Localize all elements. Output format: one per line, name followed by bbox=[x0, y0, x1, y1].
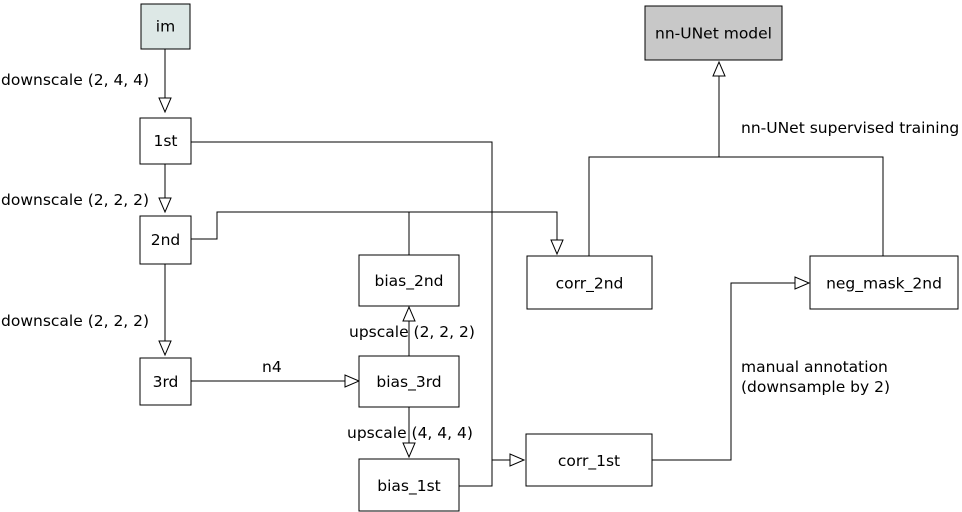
arrowhead bbox=[158, 97, 172, 114]
upscale-label-2: upscale (4, 4, 4) bbox=[347, 424, 473, 442]
node-2nd-label: 2nd bbox=[151, 231, 181, 249]
node-2nd: 2nd bbox=[139, 215, 192, 265]
node-bias-2nd: bias_2nd bbox=[358, 254, 460, 307]
node-corr-1st-label: corr_1st bbox=[558, 452, 620, 471]
downscale-label-3: downscale (2, 2, 2) bbox=[1, 312, 149, 330]
node-corr-1st: corr_1st bbox=[525, 433, 653, 487]
node-1st: 1st bbox=[139, 117, 192, 165]
downscale-label-1: downscale (2, 4, 4) bbox=[1, 71, 149, 89]
node-nnunet-model: nn-UNet model bbox=[644, 5, 783, 61]
arrowhead bbox=[712, 60, 726, 77]
edge-2nd-to-corr-2nd bbox=[191, 211, 558, 240]
edge-1st-to-corr-1st bbox=[191, 141, 510, 461]
nnunet-training-label: nn-UNet supervised training bbox=[741, 119, 959, 137]
node-bias-3rd-label: bias_3rd bbox=[376, 373, 441, 392]
node-1st-label: 1st bbox=[153, 132, 177, 150]
node-3rd: 3rd bbox=[139, 357, 192, 406]
n4-label: n4 bbox=[262, 358, 282, 376]
node-bias-2nd-label: bias_2nd bbox=[375, 272, 444, 291]
downscale-label-2: downscale (2, 2, 2) bbox=[1, 191, 149, 209]
edge-bias-1st-to-corr-1st bbox=[459, 460, 493, 487]
node-corr-2nd-label: corr_2nd bbox=[556, 275, 624, 294]
edge-neg-mask-2nd-to-model bbox=[719, 156, 884, 256]
node-nnunet-model-label: nn-UNet model bbox=[655, 25, 772, 43]
arrowhead bbox=[344, 374, 361, 388]
node-corr-2nd: corr_2nd bbox=[526, 255, 653, 310]
node-im-label: im bbox=[156, 18, 175, 36]
node-3rd-label: 3rd bbox=[153, 373, 179, 391]
node-im: im bbox=[140, 3, 191, 50]
arrowhead bbox=[158, 197, 172, 214]
node-bias-1st-label: bias_1st bbox=[377, 477, 440, 496]
arrowhead bbox=[402, 305, 416, 322]
edge-corr-2nd-to-model bbox=[588, 156, 719, 256]
upscale-label-1: upscale (2, 2, 2) bbox=[349, 323, 475, 341]
node-neg-mask-2nd: neg_mask_2nd bbox=[809, 255, 959, 310]
node-neg-mask-2nd-label: neg_mask_2nd bbox=[826, 275, 942, 294]
manual-annotation-label-line2: (downsample by 2) bbox=[741, 378, 890, 396]
arrowhead bbox=[794, 276, 811, 290]
arrowhead bbox=[550, 239, 564, 256]
arrowhead bbox=[402, 442, 416, 459]
arrowhead bbox=[509, 453, 526, 467]
node-bias-3rd: bias_3rd bbox=[358, 355, 460, 408]
node-bias-1st: bias_1st bbox=[358, 458, 460, 512]
manual-annotation-label-line1: manual annotation bbox=[741, 358, 888, 376]
edge-corr-1st-to-neg-mask-2nd bbox=[652, 282, 795, 461]
arrowhead bbox=[158, 340, 172, 357]
